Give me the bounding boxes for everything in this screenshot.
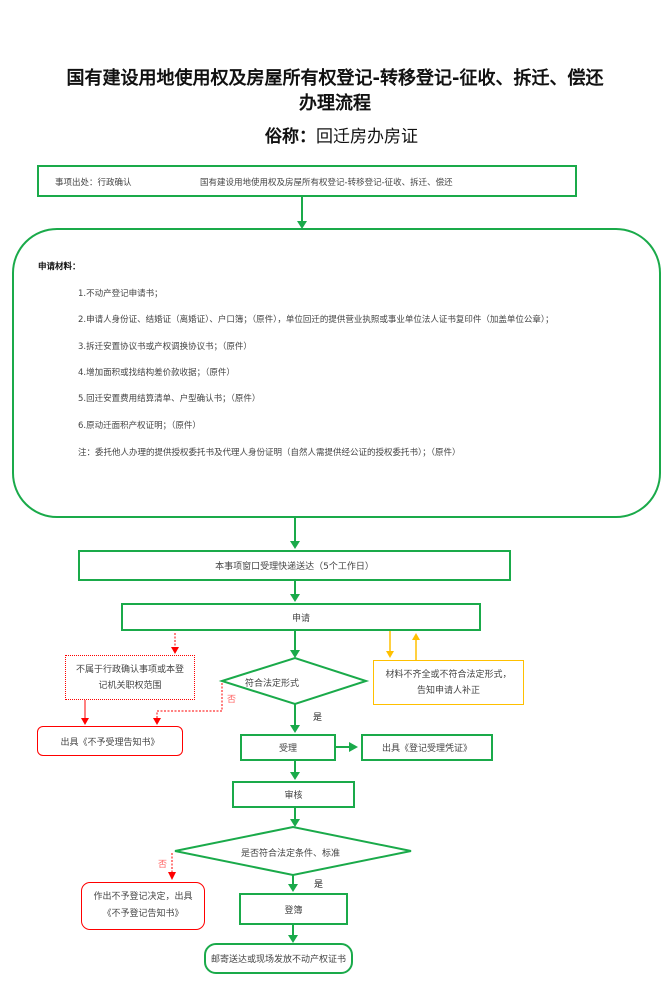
- check-conditions-diamond: 是否符合法定条件、标准: [241, 849, 341, 859]
- material-item: 1.不动产登记申请书；: [78, 289, 163, 299]
- source-item: 国有建设用地使用权及房屋所有权登记-转移登记-征收、拆迁、偿还: [200, 178, 453, 188]
- apply-box: 申请: [121, 603, 481, 631]
- accept-receipt-box: 出具《登记受理凭证》: [361, 734, 493, 761]
- source-box: 事项出处：行政确认 国有建设用地使用权及房屋所有权登记-转移登记-征收、拆迁、偿…: [37, 165, 577, 197]
- materials-box: [12, 228, 661, 518]
- no-label: 否: [227, 695, 237, 705]
- material-item: 4.增加面积或找结构差价款收据；（原件）: [78, 368, 235, 378]
- alias-value: 回迁房办房证: [316, 127, 418, 147]
- source-label: 事项出处：行政确认: [55, 178, 132, 188]
- no-label: 否: [158, 860, 168, 870]
- material-item: 2.申请人身份证、结婚证（离婚证）、户口簿；（原件），单位回迁的提供营业执照或事…: [78, 315, 554, 325]
- alias-label: 俗称：: [265, 127, 316, 147]
- material-item: 3.拆迁安置协议书或产权调换协议书；（原件）: [78, 342, 252, 352]
- accept-box: 受理: [240, 734, 336, 761]
- register-box: 登簿: [239, 893, 348, 925]
- deliver-box: 邮寄送达或现场发放不动产权证书: [204, 943, 353, 974]
- window-box: 本事项窗口受理快递送达（5个工作日）: [78, 550, 511, 581]
- check-form-diamond: 符合法定形式: [245, 679, 300, 689]
- material-item: 6.原动迁面积产权证明；（原件）: [78, 421, 201, 431]
- material-item: 5.回迁安置费用结算清单、户型确认书；（原件）: [78, 394, 261, 404]
- title-line1: 国有建设用地使用权及房屋所有权登记-转移登记-征收、拆迁、偿还: [66, 68, 604, 89]
- yes-label: 是: [313, 713, 323, 723]
- yes-label: 是: [314, 880, 324, 890]
- materials-header: 申请材料：: [38, 262, 81, 272]
- not-scope-box: 不属于行政确认事项或本登记机关职权范围: [65, 655, 195, 700]
- review-box: 审核: [232, 781, 355, 808]
- alias: 俗称：回迁房办房证: [265, 122, 418, 147]
- incomplete-box: 材料不齐全或不符合法定形式，告知申请人补正: [373, 660, 524, 705]
- title-line2: 办理流程: [299, 93, 371, 114]
- material-note: 注：委托他人办理的提供授权委托书及代理人身份证明（自然人需提供经公证的授权委托书…: [78, 448, 461, 458]
- reject-notice-box: 出具《不予受理告知书》: [37, 726, 183, 756]
- reject-registration-box: 作出不予登记决定，出具《不予登记告知书》: [81, 882, 205, 930]
